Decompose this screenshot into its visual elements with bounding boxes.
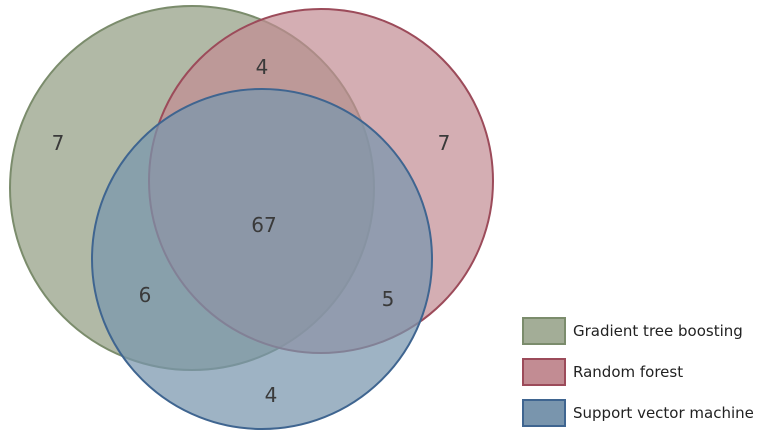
venn-diagram: 7 7 4 4 6 5 67 [9, 5, 494, 430]
legend-swatch [522, 358, 566, 386]
legend-swatch [522, 317, 566, 345]
legend-swatch [522, 399, 566, 427]
count-random-forest-only: 7 [438, 131, 451, 155]
set-circle-support-vector-machine [91, 88, 433, 430]
legend-label: Gradient tree boosting [573, 322, 743, 340]
legend-item-random-forest: Random forest [522, 357, 766, 387]
count-gtb-and-svm: 6 [139, 283, 152, 307]
legend-item-support-vector-machine: Support vector machine [522, 398, 766, 428]
legend-item-gradient-tree-boosting: Gradient tree boosting [522, 316, 766, 346]
count-gtb-and-rf: 4 [256, 55, 269, 79]
legend: Gradient tree boosting Random forest Sup… [522, 316, 766, 439]
count-rf-and-svm: 5 [382, 287, 395, 311]
count-gradient-tree-boosting-only: 7 [52, 131, 65, 155]
legend-label: Random forest [573, 363, 684, 381]
legend-label: Support vector machine [573, 404, 754, 422]
count-all-three: 67 [251, 213, 276, 237]
count-support-vector-machine-only: 4 [265, 383, 278, 407]
